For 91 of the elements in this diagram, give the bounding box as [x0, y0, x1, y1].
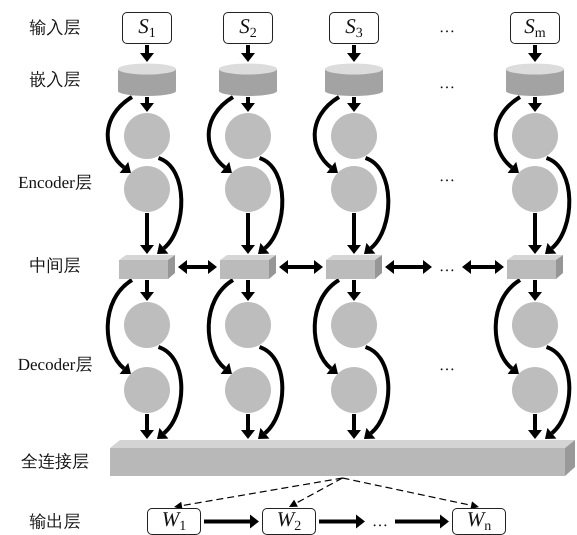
arrow	[178, 260, 217, 274]
arrow	[546, 345, 572, 440]
arrow	[140, 97, 154, 112]
arrow	[204, 514, 259, 528]
circle-node	[512, 302, 558, 348]
arrow	[289, 477, 343, 507]
circle-node	[225, 302, 271, 348]
circle-node	[124, 302, 170, 348]
layer-bar	[110, 440, 575, 476]
arrow	[158, 156, 184, 255]
token-box: S$_{m}$	[510, 12, 560, 44]
arrow	[494, 278, 522, 375]
arrow	[140, 414, 154, 439]
arrow	[174, 477, 343, 510]
token-box: W$_{n}$	[452, 508, 506, 535]
layer-label: Decoder层	[18, 355, 92, 374]
layer-label: 全连接层	[21, 452, 89, 471]
circle-node	[331, 166, 377, 212]
arrow	[241, 45, 255, 62]
arrow	[140, 45, 154, 62]
arrow	[347, 97, 361, 112]
cuboid-block	[220, 255, 276, 279]
arrow	[106, 278, 134, 375]
circle-node	[331, 113, 377, 159]
cylinder-block	[118, 63, 176, 96]
arrow	[528, 97, 542, 112]
circle-node	[124, 166, 170, 212]
arrow	[158, 345, 184, 440]
circle-node	[225, 166, 271, 212]
arrow	[528, 213, 542, 254]
cylinder-block	[219, 63, 277, 96]
cuboid-block	[507, 255, 563, 279]
arrow	[241, 414, 255, 439]
token-box: W$_{1}$	[147, 508, 201, 535]
token-box: S$_{1}$	[122, 12, 172, 44]
arrow	[106, 95, 134, 174]
circle-node	[124, 367, 170, 413]
ellipsis: …	[439, 75, 455, 92]
circle-node	[225, 113, 271, 159]
token-box: S$_{2}$	[223, 12, 273, 44]
circle-node	[331, 367, 377, 413]
arrow	[241, 213, 255, 254]
arrow	[347, 414, 361, 439]
arrow	[385, 260, 432, 274]
arrow	[395, 514, 449, 528]
arrow	[364, 345, 390, 440]
arrow	[140, 280, 154, 301]
arrow	[528, 45, 542, 62]
layer-label: 嵌入层	[30, 70, 80, 89]
arrow	[528, 280, 542, 301]
cylinder-block	[506, 63, 564, 96]
arrow	[241, 97, 255, 112]
arrow	[241, 280, 255, 301]
circle-node	[331, 302, 377, 348]
arrow	[364, 156, 390, 255]
cuboid-block	[119, 255, 175, 279]
arrow	[206, 278, 234, 375]
arrow	[494, 95, 522, 174]
arrow	[347, 213, 361, 254]
circle-node	[225, 367, 271, 413]
arrow	[462, 260, 504, 274]
arrow	[258, 345, 284, 440]
ellipsis: …	[435, 257, 459, 277]
arrow	[279, 260, 323, 274]
cuboid-block	[326, 255, 382, 279]
circle-node	[512, 113, 558, 159]
arrow	[312, 278, 340, 375]
arrow	[319, 514, 365, 528]
arrow	[312, 95, 340, 174]
arrow	[528, 414, 542, 439]
token-box: S$_{3}$	[329, 12, 379, 44]
arrow	[258, 156, 284, 255]
arrow	[342, 477, 479, 510]
arrow	[206, 95, 234, 174]
circle-node	[512, 166, 558, 212]
arrow	[140, 213, 154, 254]
layer-label: 输入层	[30, 18, 80, 37]
arrow	[546, 156, 572, 255]
cylinder-block	[325, 63, 383, 96]
ellipsis: …	[439, 357, 455, 374]
circle-node	[124, 113, 170, 159]
arrow	[347, 45, 361, 62]
layer-label: Encoder层	[18, 173, 92, 192]
token-box: W$_{2}$	[262, 508, 316, 535]
layer-label: 中间层	[30, 256, 80, 275]
circle-node	[512, 367, 558, 413]
ellipsis: …	[439, 19, 455, 36]
arrow	[347, 280, 361, 301]
ellipsis: …	[368, 512, 392, 532]
ellipsis: …	[439, 168, 455, 185]
layer-label: 输出层	[30, 512, 80, 531]
